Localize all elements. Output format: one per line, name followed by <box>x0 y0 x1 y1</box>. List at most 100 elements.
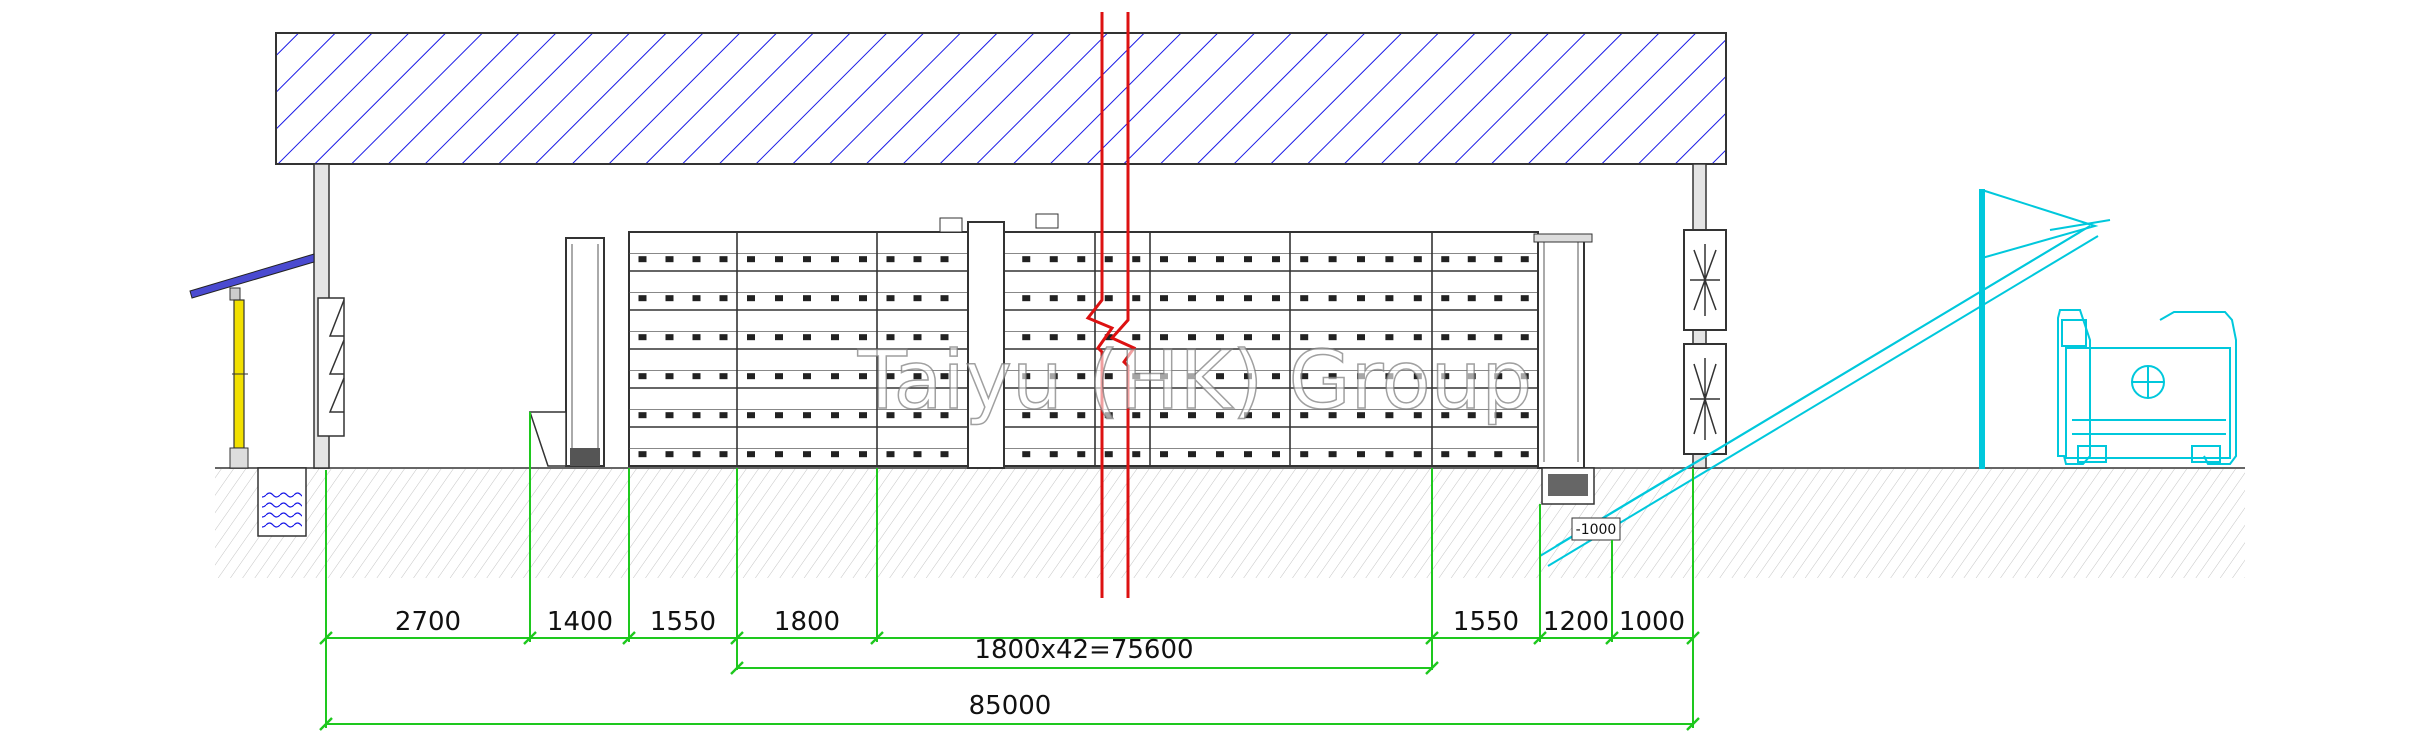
cage-door-mark <box>1328 412 1337 419</box>
cage-door-mark <box>1160 334 1168 341</box>
cage-door-mark <box>1077 373 1086 380</box>
cage-door-mark <box>1132 451 1141 458</box>
cage-door-mark <box>775 295 783 302</box>
cage-door-mark <box>803 373 811 380</box>
cage-door-mark <box>638 334 647 341</box>
cage-door-mark <box>1300 334 1309 341</box>
cage-door-mark <box>1104 256 1113 263</box>
cage-door-mark <box>913 256 922 263</box>
watermark: Taiyu (HK) Group <box>857 334 1532 427</box>
cage-door-mark <box>1300 295 1309 302</box>
cage-door-mark <box>719 334 728 341</box>
cage-door-mark <box>831 295 839 302</box>
cage-door-mark <box>1328 295 1337 302</box>
incline-conveyor <box>1539 189 2111 567</box>
cage-door-mark <box>1244 256 1252 263</box>
left-feed-hopper <box>939 217 963 233</box>
center-feed-hopper <box>1035 213 1059 229</box>
cage-door-mark <box>886 295 895 302</box>
cage-door-mark <box>665 334 674 341</box>
cage-door-mark <box>1385 412 1394 419</box>
cage-door-mark <box>1160 256 1168 263</box>
ground <box>215 467 2245 578</box>
cage-door-mark <box>831 373 839 380</box>
cage-door-mark <box>1441 412 1450 419</box>
cage-door-mark <box>1188 295 1196 302</box>
cage-door-mark <box>1300 412 1309 419</box>
cage-door-mark <box>747 334 755 341</box>
cage-door-mark <box>1467 334 1476 341</box>
cage-door-mark <box>1160 451 1168 458</box>
cage-door-mark <box>692 451 701 458</box>
cage-door-mark <box>1022 412 1031 419</box>
cage-door-mark <box>1520 334 1529 341</box>
cage-door-mark <box>859 412 867 419</box>
cage-door-mark <box>940 295 949 302</box>
cage-door-mark <box>1216 451 1224 458</box>
cage-door-mark <box>1520 451 1529 458</box>
cage-door-mark <box>1385 334 1394 341</box>
cage-door-mark <box>1049 256 1058 263</box>
cage-door-mark <box>1272 295 1280 302</box>
cage-door-mark <box>1494 451 1503 458</box>
cage-door-mark <box>692 256 701 263</box>
cage-door-mark <box>1272 373 1280 380</box>
dimension-labels: 2700 1400 1550 1800 1550 1200 1000 1800x… <box>395 607 1685 721</box>
cage-door-mark <box>1049 334 1058 341</box>
cage-door-mark <box>831 256 839 263</box>
cage-door-mark <box>1216 256 1224 263</box>
cage-door-mark <box>1104 451 1113 458</box>
cage-door-mark <box>1188 334 1196 341</box>
cage-door-mark <box>1132 334 1141 341</box>
cage-door-mark <box>1441 451 1450 458</box>
cage-door-mark <box>719 295 728 302</box>
cage-door-mark <box>1467 451 1476 458</box>
cage-door-mark <box>719 451 728 458</box>
cage-door-mark <box>1520 295 1529 302</box>
cage-door-mark <box>1328 256 1337 263</box>
cage-door-mark <box>692 295 701 302</box>
cage-door-mark <box>886 451 895 458</box>
entrance-canopy <box>189 253 315 469</box>
cage-door-mark <box>1244 451 1252 458</box>
cage-door-mark <box>1272 451 1280 458</box>
level-marker: -1000 <box>1571 517 1621 541</box>
cage-door-mark <box>1188 451 1196 458</box>
cage-door-mark <box>1077 295 1086 302</box>
cage-door-mark <box>1413 412 1422 419</box>
cage-door-mark <box>775 334 783 341</box>
dim-1200: 1200 <box>1543 607 1609 637</box>
cage-door-mark <box>1300 451 1309 458</box>
exhaust-fans <box>1683 229 1727 455</box>
cage-door-mark <box>913 451 922 458</box>
cage-door-mark <box>1022 373 1031 380</box>
cage-door-mark <box>1132 256 1141 263</box>
cage-door-mark <box>859 334 867 341</box>
cage-door-mark <box>1520 256 1529 263</box>
cage-door-mark <box>1244 373 1252 380</box>
end-frame <box>1533 233 1595 505</box>
cage-door-mark <box>1077 451 1086 458</box>
cage-door-mark <box>1022 256 1031 263</box>
cage-door-mark <box>859 451 867 458</box>
dim-1800: 1800 <box>774 607 840 637</box>
cage-door-mark <box>692 373 701 380</box>
cage-door-mark <box>940 256 949 263</box>
cage-door-mark <box>1520 373 1529 380</box>
cage-door-mark <box>665 451 674 458</box>
level-marker-text: -1000 <box>1576 522 1617 538</box>
cage-door-mark <box>1300 256 1309 263</box>
cage-door-mark <box>913 412 922 419</box>
cage-door-mark <box>1413 451 1422 458</box>
cage-door-mark <box>1077 256 1086 263</box>
cage-door-mark <box>665 373 674 380</box>
cage-door-mark <box>1160 295 1168 302</box>
cage-door-mark <box>1022 334 1031 341</box>
cage-door-mark <box>803 256 811 263</box>
cage-door-mark <box>859 373 867 380</box>
cage-door-mark <box>638 295 647 302</box>
cage-door-mark <box>1467 373 1476 380</box>
cage-door-mark <box>1494 256 1503 263</box>
cage-door-mark <box>747 412 755 419</box>
cage-door-mark <box>638 256 647 263</box>
